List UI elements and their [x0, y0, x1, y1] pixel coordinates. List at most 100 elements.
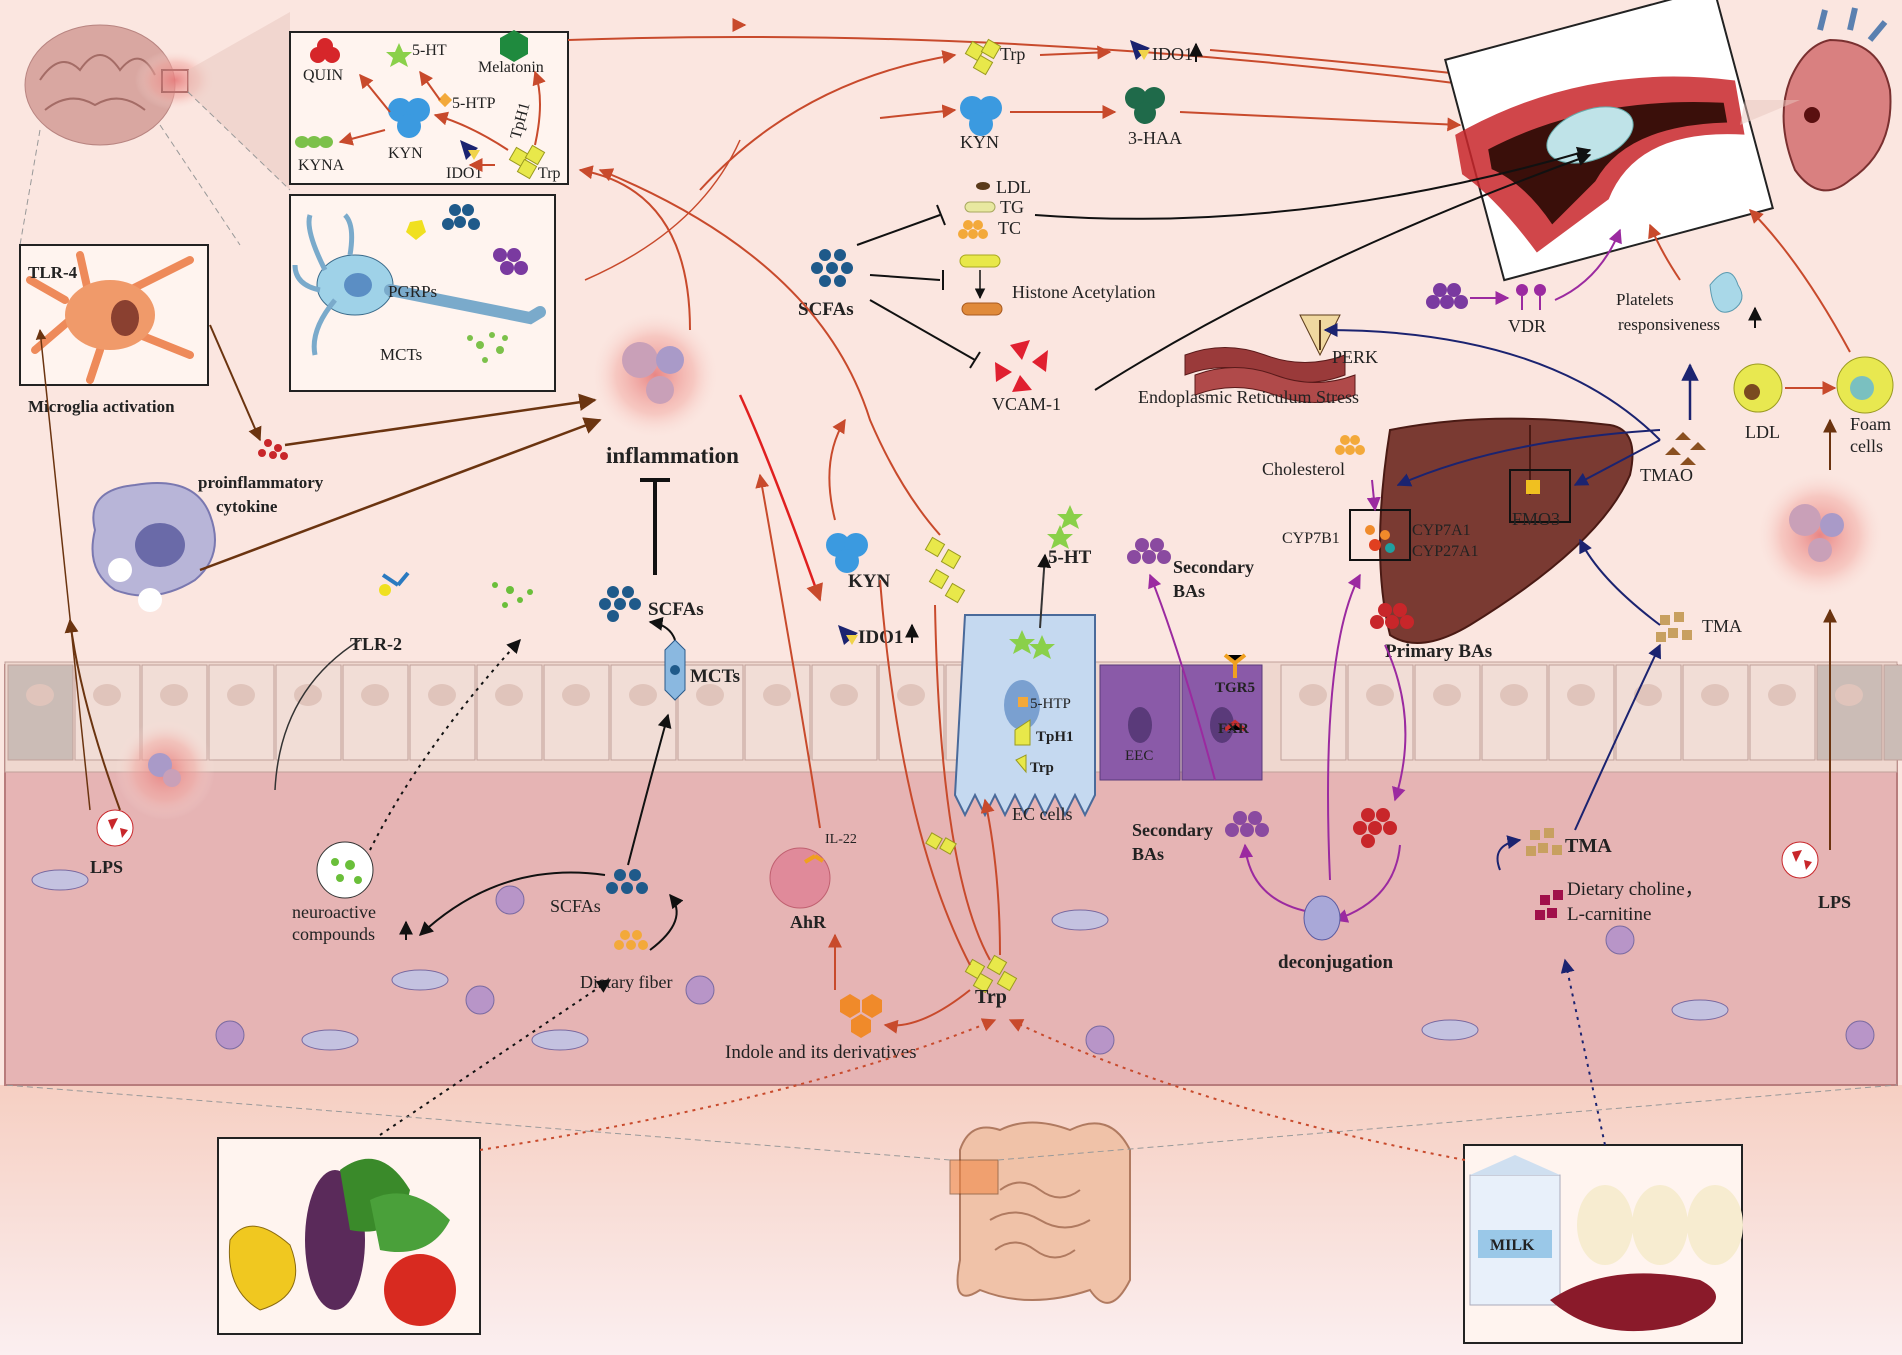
ido1-label-mid: IDO1	[858, 627, 903, 648]
epithelial-cell	[1883, 664, 1902, 761]
cell-nucleus	[294, 684, 322, 706]
kyn-label-mid: KYN	[848, 571, 891, 592]
cell-nucleus	[428, 684, 456, 706]
epithelial-cell	[208, 664, 275, 761]
secondary-bas-top-label-1: Secondary	[1173, 557, 1254, 577]
tmao-icon	[1665, 432, 1706, 465]
cytokine-label-2: cytokine	[216, 497, 278, 516]
cell-nucleus	[160, 684, 188, 706]
epithelial-cell	[1280, 664, 1347, 761]
epithelial-cell	[1347, 664, 1414, 761]
eec-cell-icon	[1099, 653, 1263, 781]
neuro-label-2: compounds	[292, 924, 375, 944]
kyn-icon-top	[960, 96, 1002, 136]
deconjugation-label: deconjugation	[1278, 952, 1394, 973]
choline-icon	[1535, 890, 1563, 920]
platelet-icon	[1709, 272, 1743, 313]
lps-right-icon	[1781, 841, 1819, 879]
inflammation-glow-icon	[590, 310, 720, 440]
lps-left-label: LPS	[90, 857, 123, 877]
ldl-icon	[976, 182, 990, 190]
epithelial-cell	[744, 664, 811, 761]
tgr5-label: TGR5	[1215, 680, 1255, 696]
star-icon	[386, 43, 412, 67]
intestine-icon	[949, 1121, 1131, 1304]
ldl-label-foam: LDL	[1745, 422, 1780, 442]
secondary-bas-gut-label-1: Secondary	[1132, 820, 1213, 840]
bacterium-icon	[1303, 895, 1341, 941]
tph1-label-mid: TpH1	[1036, 729, 1074, 745]
kyna-label: KYNA	[298, 157, 345, 174]
cell-nucleus	[763, 684, 791, 706]
cholesterol-label: Cholesterol	[1262, 459, 1345, 479]
mcts-label-mid: MCTs	[690, 666, 740, 687]
epithelial-cell	[342, 664, 409, 761]
indole-label: Indole and its derivatives	[725, 1042, 917, 1063]
kyn-label-brain: KYN	[388, 145, 423, 162]
platelets-label-2: responsiveness	[1618, 315, 1720, 334]
microbe-icon	[1671, 999, 1729, 1021]
3haa-label: 3-HAA	[1128, 128, 1182, 148]
ahr-label: AhR	[790, 912, 827, 932]
cytokine-label-1: proinflammatory	[198, 473, 324, 492]
microbe-icon	[685, 975, 715, 1005]
cell-nucleus	[227, 684, 255, 706]
scfas-label-top: SCFAs	[798, 299, 854, 320]
choline-label-2: L-carnitine	[1567, 904, 1651, 925]
5htp-label-mid: 5-HTP	[1030, 696, 1071, 712]
foam-label-1: Foam	[1850, 414, 1891, 434]
histone-icon	[959, 254, 1003, 316]
tg-icon	[964, 201, 996, 213]
microbe-icon	[1421, 1019, 1479, 1041]
trp-small-icon	[925, 832, 957, 855]
macrophage-icon	[91, 482, 216, 612]
cell-nucleus	[562, 684, 590, 706]
arrow	[199, 417, 602, 572]
epithelial-cell	[1816, 664, 1883, 761]
cell-nucleus	[1299, 684, 1327, 706]
ldl-label-top: LDL	[996, 177, 1031, 197]
epithelial-cell	[1548, 664, 1615, 761]
arrow	[209, 324, 262, 442]
microbe-icon	[1845, 1020, 1875, 1050]
microbe-icon	[465, 985, 495, 1015]
scfas-label-mid: SCFAs	[648, 599, 704, 620]
gut-microbes	[31, 869, 1875, 1055]
epithelial-cell	[1414, 664, 1481, 761]
epithelial-cell	[1682, 664, 1749, 761]
arrow	[284, 393, 597, 447]
zoom-line	[187, 91, 291, 191]
cell-nucleus	[93, 684, 121, 706]
scfa-cluster-icon	[811, 249, 853, 287]
cell-nucleus	[1567, 684, 1595, 706]
vdr-cluster-icon	[1426, 283, 1468, 309]
trp-icon-mid	[924, 536, 966, 604]
neuro-label-1: neuroactive	[292, 902, 376, 922]
microglia-caption: Microglia activation	[28, 397, 175, 416]
cytokine-cluster-icon	[258, 439, 288, 460]
microbe-icon	[1605, 925, 1635, 955]
microbe-icon	[531, 1029, 589, 1051]
perk-label: PERK	[1332, 347, 1378, 367]
ht5-star-icon	[1047, 505, 1083, 549]
cell-nucleus	[26, 684, 54, 706]
epithelial-cell	[1481, 664, 1548, 761]
ec-cell-icon	[953, 614, 1096, 818]
microbe-icon	[215, 1020, 245, 1050]
fxr-label: FXR	[1218, 721, 1249, 737]
ldl-foam-icon	[1733, 356, 1894, 414]
scfas-gut-icon	[606, 869, 648, 894]
microbe-icon	[301, 1029, 359, 1051]
kyn-icon-mid	[826, 533, 868, 573]
cyp27a1-label: CYP27A1	[1412, 543, 1479, 560]
epithelial-cell	[275, 664, 342, 761]
epithelial-cell	[543, 664, 610, 761]
trp-icon-top	[964, 38, 1002, 76]
foam-label-2: cells	[1850, 436, 1883, 456]
microglia-box: TLR-4 Microglia activation	[19, 244, 209, 416]
cyp7b1-label: CYP7B1	[1282, 530, 1340, 547]
tc-label: TC	[998, 218, 1021, 238]
choline-label-1: Dietary choline，	[1567, 879, 1704, 900]
tma-top-label: TMA	[1702, 616, 1742, 636]
il22-label: IL-22	[825, 832, 857, 847]
